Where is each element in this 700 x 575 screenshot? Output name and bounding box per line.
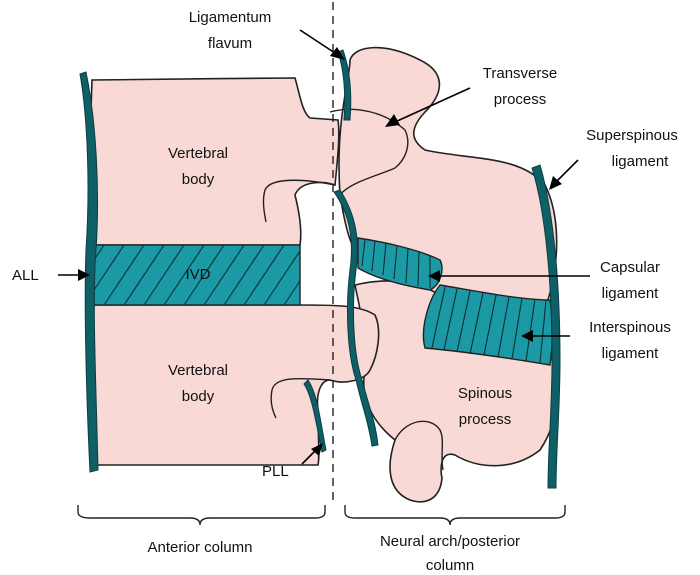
label-vertebral-body-top-line1: Vertebral	[168, 145, 228, 162]
label-superspinous-line2: ligament	[612, 153, 670, 170]
label-anterior-column: Anterior column	[147, 539, 252, 556]
label-capsular-line1: Capsular	[600, 259, 660, 276]
label-capsular-line2: ligament	[602, 285, 660, 302]
label-spinous-process-line2: process	[459, 411, 512, 428]
label-vertebral-body-top-line2: body	[182, 171, 215, 188]
vertebral-body-bottom	[91, 305, 378, 465]
label-vertebral-body-bottom-line2: body	[182, 388, 215, 405]
label-posterior-column-line1: Neural arch/posterior	[380, 533, 520, 550]
label-transverse-process-line1: Transverse	[483, 65, 557, 82]
posterior-arch	[330, 48, 558, 502]
label-posterior-column-line2: column	[426, 557, 474, 574]
label-transverse-process-line2: process	[494, 91, 547, 108]
label-interspinous-line2: ligament	[602, 345, 660, 362]
label-ligamentum-flavum-line2: flavum	[208, 35, 252, 52]
label-vertebral-body-bottom-line1: Vertebral	[168, 362, 228, 379]
label-pll: PLL	[262, 463, 289, 480]
posterior-column-brace	[345, 505, 565, 525]
anterior-column-brace	[78, 505, 325, 525]
label-spinous-process-line1: Spinous	[458, 385, 512, 402]
label-interspinous-line1: Interspinous	[589, 319, 671, 336]
label-ivd: IVD	[185, 266, 210, 283]
label-ligamentum-flavum-line1: Ligamentum	[189, 9, 272, 26]
label-superspinous-line1: Superspinous	[586, 127, 678, 144]
label-all: ALL	[12, 267, 39, 284]
